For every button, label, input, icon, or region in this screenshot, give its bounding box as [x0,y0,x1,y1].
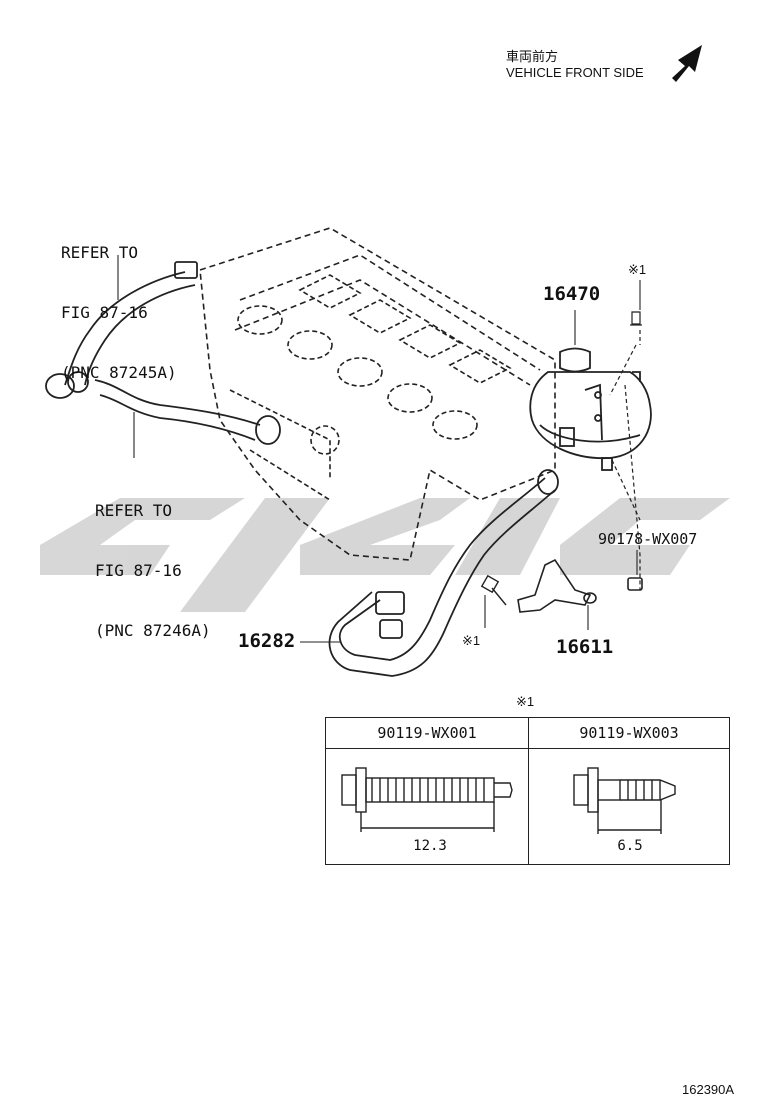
refer-line1: REFER TO [95,501,173,520]
bolt-lower [480,574,507,606]
reservoir-16470 [529,347,652,471]
bolt-1-length: 12.3 [413,838,447,854]
direction-label-en: VEHICLE FRONT SIDE [506,65,644,80]
watermark-logo [40,498,730,612]
bracket-16611 [517,558,643,613]
engine-block [199,227,556,561]
bolt-drawings [341,767,676,834]
part-number-bracket[interactable]: 16611 [556,636,614,658]
table-header-bolt-2[interactable]: 90119-WX003 [529,718,729,749]
table-note-mark: ※1 [516,694,535,709]
hose-16282 [328,469,559,677]
figure-id: 162390A [682,1082,735,1097]
refer-line3: (PNC 87245A) [61,363,177,382]
direction-arrow-icon [672,45,702,82]
refer-line3: (PNC 87246A) [95,621,211,640]
refer-line1: REFER TO [61,243,139,262]
direction-label-jp: 車両前方 [506,49,559,64]
part-number-reservoir[interactable]: 16470 [543,283,601,305]
refer-line2: FIG 87-16 [95,561,182,580]
part-number-nut[interactable]: 90178-WX007 [598,530,698,548]
note-mark-lower: ※1 [462,633,481,648]
bolt-2-length: 6.5 [617,838,643,854]
lower-hose [94,379,281,445]
refer-label-upper: REFER TO FIG 87-16 (PNC 87245A) [61,203,177,403]
refer-label-lower: REFER TO FIG 87-16 (PNC 87246A) [95,461,211,661]
leader-lines [117,255,641,643]
refer-line2: FIG 87-16 [61,303,148,322]
part-number-hose[interactable]: 16282 [238,630,296,652]
table-divider [528,718,529,864]
table-header-bolt-1[interactable]: 90119-WX001 [326,718,528,749]
bolt-leader [609,311,642,590]
upper-hose [45,261,198,399]
bolt-spec-table: 90119-WX001 90119-WX003 [325,717,730,865]
note-mark-top: ※1 [628,262,647,277]
